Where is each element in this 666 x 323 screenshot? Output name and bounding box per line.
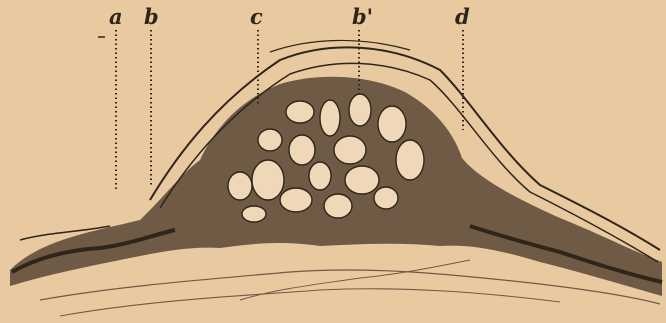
- cell: [320, 100, 340, 136]
- outer-fiber-3: [270, 40, 410, 52]
- label-a: a: [109, 6, 123, 27]
- cell: [374, 187, 398, 209]
- stroma-line-3: [240, 260, 470, 300]
- cell: [242, 206, 266, 222]
- cell: [396, 140, 424, 180]
- cell: [345, 166, 379, 194]
- cell: [349, 94, 371, 126]
- label-b-prime: b': [352, 6, 373, 27]
- label-c: c: [250, 6, 263, 27]
- cell: [228, 172, 252, 200]
- stroma-line-1: [40, 270, 660, 304]
- cell: [334, 136, 366, 164]
- cell: [280, 188, 312, 212]
- stroma-line-2: [60, 289, 560, 316]
- cell: [258, 129, 282, 151]
- cell: [289, 135, 315, 165]
- label-d: d: [455, 6, 470, 27]
- cell: [286, 101, 314, 123]
- cell: [309, 162, 331, 190]
- label-b: b: [144, 6, 159, 27]
- cell: [252, 160, 284, 200]
- cell: [324, 194, 352, 218]
- cell: [378, 106, 406, 142]
